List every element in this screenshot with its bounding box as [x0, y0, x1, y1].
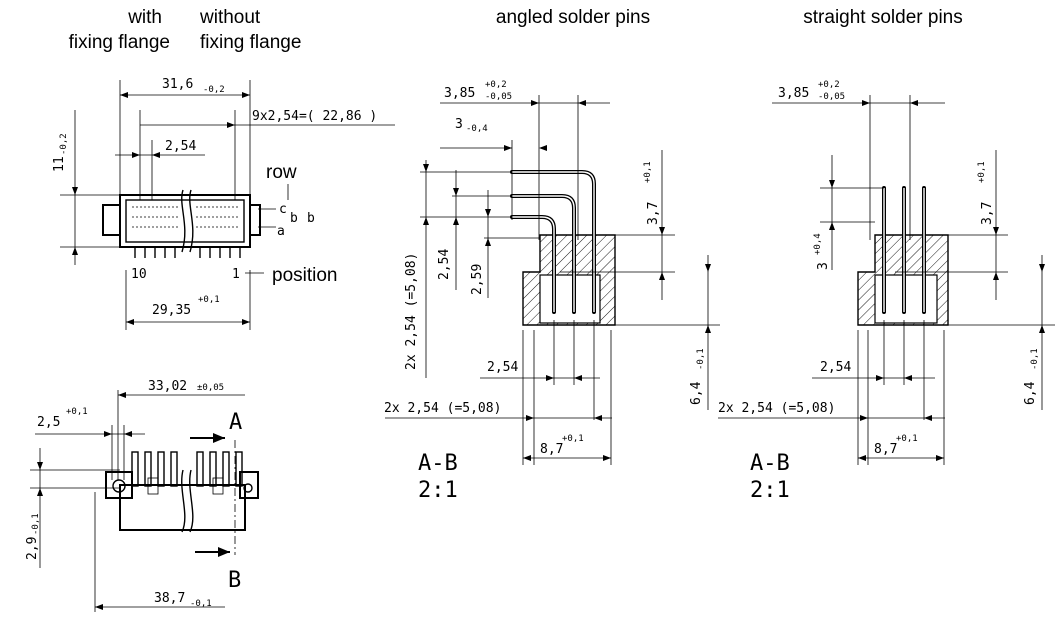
- dim-overall-width-tol: -0,2: [203, 85, 225, 95]
- straight-section: 3,85 +0,2 -0,05 3 +0,4 3,7 +0,1 6,4 -0,1: [718, 80, 1055, 503]
- angled-dim-d9-tol: -0,1: [696, 348, 706, 370]
- angled-dim-d4: 2,54: [437, 249, 452, 280]
- dim-hole-offset: 2,5: [37, 415, 60, 430]
- view-headers: with fixing flange without fixing flange…: [69, 7, 963, 53]
- angled-dim-d3: 3,7: [646, 202, 661, 225]
- header-without-flange: fixing flange: [200, 32, 301, 53]
- angled-section-label: A-B: [418, 451, 458, 476]
- dim-pitch: 2,54: [165, 139, 196, 154]
- angled-dim-d7: 2,54: [487, 360, 518, 375]
- angled-dim-d1-tol-minus: -0,05: [485, 92, 512, 102]
- angled-dim-d2: 3: [455, 117, 463, 132]
- top-view: 33,02 ±0,05 2,5 +0,1 A: [25, 379, 259, 612]
- angled-dim-d1: 3,85: [444, 86, 475, 101]
- angled-dim-d2-tol: -0,4: [466, 124, 488, 134]
- row-b-small-label: b: [290, 211, 298, 226]
- dim-body-width: 29,35: [152, 303, 191, 318]
- straight-dim-d1: 3,85: [778, 86, 809, 101]
- section-marker-a: A: [229, 410, 242, 435]
- angled-dim-d6: 2x 2,54 (=5,08): [404, 253, 419, 370]
- header-with-flange: fixing flange: [69, 32, 170, 53]
- dim-top-overall: 38,7: [154, 591, 185, 606]
- header-without: without: [199, 7, 261, 28]
- straight-dim-d7: 2,54: [820, 360, 851, 375]
- angled-scale-label: 2:1: [418, 478, 458, 503]
- position-10: 10: [131, 267, 147, 282]
- dim-overall-width: 31,6: [162, 77, 193, 92]
- straight-dim-d9-tol: -0,1: [1030, 348, 1040, 370]
- angled-pins: [510, 170, 596, 314]
- angled-dim-d8: 2x 2,54 (=5,08): [384, 401, 501, 416]
- straight-dim-d3-tol: +0,1: [977, 161, 987, 183]
- angled-dim-d10: 8,7: [540, 442, 563, 457]
- solder-pins-front: [134, 247, 241, 258]
- dim-pitch-total: 9x2,54=( 22,86 ): [252, 109, 377, 124]
- dim-height-tol: -0,2: [59, 133, 69, 155]
- straight-dim-d3: 3,7: [980, 202, 995, 225]
- straight-dim-d10-tol: +0,1: [896, 434, 918, 444]
- header-with: with: [127, 7, 162, 28]
- pin-grid: [132, 206, 240, 228]
- position-1: 1: [232, 267, 240, 282]
- straight-pins: [882, 186, 926, 314]
- angled-section: 3,85 +0,2 -0,05 3 -0,4 2x 2,54 (=5,08) 2…: [384, 80, 720, 503]
- straight-dim-d1-tol-plus: +0,2: [818, 80, 840, 90]
- straight-dim-d4-tol: +0,4: [813, 233, 823, 255]
- straight-dim-d10: 8,7: [874, 442, 897, 457]
- dim-top-width-tol: ±0,05: [197, 383, 224, 393]
- straight-dim-d4: 3: [816, 262, 831, 270]
- dim-body-width-tol: +0,1: [198, 295, 220, 305]
- straight-dim-d9: 6,4: [1023, 381, 1038, 405]
- dim-depth-tol: -0,1: [31, 513, 41, 535]
- straight-section-label: A-B: [750, 451, 790, 476]
- angled-dim-d10-tol: +0,1: [562, 434, 584, 444]
- row-a-label: a: [277, 224, 285, 239]
- dim-top-width: 33,02: [148, 379, 187, 394]
- front-view: 31,6 -0,2 9x2,54=( 22,86 ) 2,54 11 -0,2: [52, 77, 395, 330]
- row-c-label: c: [279, 202, 287, 217]
- angled-dim-d5: 2,59: [470, 264, 485, 295]
- dim-depth: 2,9: [25, 537, 40, 560]
- straight-dim-d8: 2x 2,54 (=5,08): [718, 401, 835, 416]
- angled-dim-d1-tol-plus: +0,2: [485, 80, 507, 90]
- dim-top-overall-tol: -0,1: [190, 599, 212, 609]
- angled-dim-d9: 6,4: [689, 381, 704, 405]
- angled-dim-d3-tol: +0,1: [643, 161, 653, 183]
- position-label: position: [272, 265, 338, 286]
- pins-top: [131, 451, 243, 495]
- straight-dim-d1-tol-minus: -0,05: [818, 92, 845, 102]
- header-angled: angled solder pins: [496, 7, 650, 28]
- header-straight: straight solder pins: [803, 7, 962, 28]
- dim-hole-offset-tol: +0,1: [66, 407, 88, 417]
- dim-height: 11: [52, 156, 67, 172]
- straight-scale-label: 2:1: [750, 478, 790, 503]
- section-marker-b: B: [228, 568, 241, 593]
- row-label: row: [266, 162, 297, 183]
- row-b-label: b: [307, 211, 315, 226]
